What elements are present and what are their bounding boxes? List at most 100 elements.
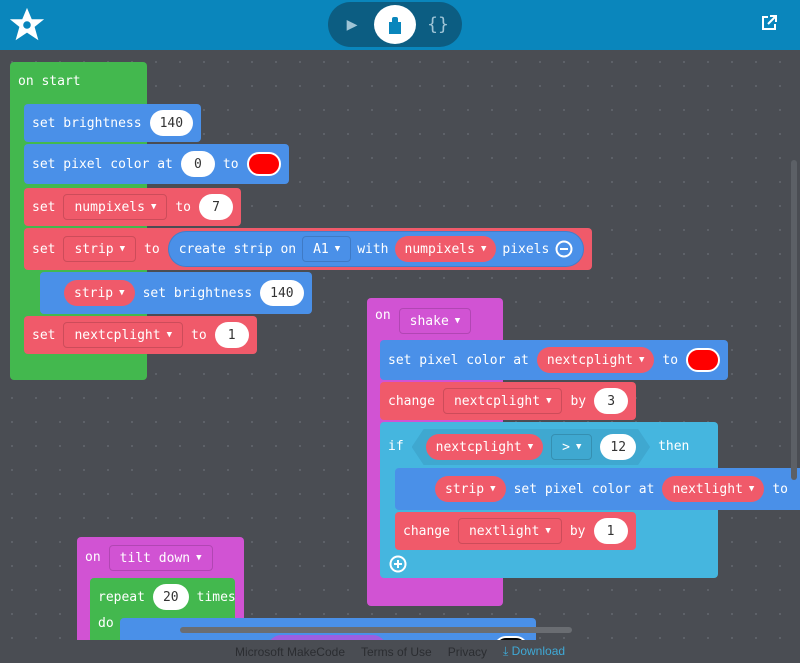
adafruit-logo[interactable]	[8, 6, 46, 44]
dropdown-label: nextlight	[468, 523, 540, 539]
strip-set-brightness-block[interactable]: strip ▼ set brightness 140	[40, 272, 312, 314]
block-text: to	[662, 352, 679, 368]
block-text: repeat	[98, 589, 145, 605]
nextlight-variable[interactable]: nextlight ▼	[662, 476, 765, 502]
dropdown-label: shake	[409, 313, 449, 329]
value-input[interactable]: 1	[593, 518, 628, 544]
block-text: on	[85, 550, 101, 565]
chevron-down-icon: ▼	[576, 442, 582, 452]
variable-dropdown[interactable]: strip▼	[63, 236, 137, 262]
block-text: to	[772, 481, 788, 497]
dropdown-label: nextcplight	[435, 439, 522, 455]
variable-dropdown[interactable]: nextlight ▼	[457, 518, 562, 544]
chevron-down-icon: ▼	[166, 330, 172, 340]
block-text: do	[98, 616, 114, 631]
repeat-count-input[interactable]: 20	[152, 584, 189, 610]
brightness-input[interactable]: 140	[260, 280, 304, 306]
block-text: times	[196, 589, 236, 605]
block-text: set pixel color at	[513, 481, 655, 497]
puzzle-icon	[389, 16, 401, 34]
dropdown-label: >	[562, 439, 570, 455]
pixel-index-input[interactable]: 0	[180, 151, 215, 177]
chevron-down-icon: ▼	[334, 244, 341, 254]
set-pixel-color-block[interactable]: set pixel color at nextcplight▼ to	[380, 340, 729, 380]
variable-dropdown[interactable]: nextcplight ▼	[63, 322, 183, 348]
dropdown-label: strip	[445, 481, 485, 497]
value-input[interactable]: 1	[214, 322, 249, 348]
dropdown-label: nextcplight	[453, 393, 541, 409]
block-text: to	[144, 241, 160, 257]
variable-dropdown[interactable]: numpixels▼	[63, 194, 168, 220]
set-brightness-block[interactable]: set brightness 140	[24, 104, 202, 142]
chevron-down-icon: ▼	[119, 244, 126, 254]
simulator-play-button[interactable]: ▶	[332, 5, 372, 44]
footer: Microsoft MakeCode Terms of Use Privacy …	[0, 640, 800, 663]
on-start-label: on start	[18, 74, 81, 89]
operator-dropdown[interactable]: >▼	[551, 434, 592, 460]
strip-variable[interactable]: strip ▼	[64, 280, 135, 306]
numpixels-variable[interactable]: numpixels ▼	[394, 236, 497, 262]
blocks-workspace[interactable]: on start set brightness 140 set pixel col…	[0, 50, 800, 640]
external-link-icon[interactable]	[760, 14, 778, 32]
variable-dropdown[interactable]: nextcplight ▼	[442, 388, 563, 414]
gesture-dropdown[interactable]: tilt down▼	[108, 545, 213, 571]
block-text: set brightness	[32, 115, 142, 131]
strip-variable[interactable]: strip ▼	[435, 476, 506, 502]
color-swatch-red[interactable]	[246, 152, 281, 176]
dropdown-label: strip	[74, 285, 114, 301]
value-input[interactable]: 7	[199, 194, 234, 220]
terms-link[interactable]: Terms of Use	[361, 644, 432, 659]
block-text: to	[175, 199, 192, 215]
vertical-scrollbar[interactable]	[791, 160, 797, 480]
block-text: set	[32, 327, 56, 343]
chevron-down-icon: ▼	[119, 288, 125, 298]
download-label: Download	[511, 644, 566, 658]
chevron-down-icon: ▼	[546, 396, 552, 406]
random-block[interactable]	[268, 635, 387, 640]
plus-circle-icon[interactable]	[389, 555, 407, 573]
chevron-down-icon: ▼	[527, 442, 534, 452]
horizontal-scrollbar[interactable]	[180, 627, 572, 633]
javascript-button[interactable]: {}	[418, 5, 458, 44]
compare-block[interactable]: nextcplight▼>▼12	[412, 429, 650, 465]
block-text: set	[32, 241, 56, 257]
block-text: create strip on	[178, 241, 297, 257]
chevron-down-icon: ▼	[545, 526, 551, 536]
value-input[interactable]: 3	[594, 388, 629, 414]
download-link[interactable]: ⤓ Download	[503, 644, 565, 659]
dropdown-label: numpixels	[404, 241, 475, 257]
chevron-down-icon: ▼	[490, 484, 496, 494]
chevron-down-icon: ▼	[480, 244, 487, 254]
minus-circle-icon[interactable]	[555, 240, 573, 258]
brightness-input[interactable]: 140	[149, 110, 194, 136]
block-text: set pixel color at	[388, 352, 529, 368]
dropdown-label: nextcplight	[74, 327, 161, 343]
value-input[interactable]: 12	[600, 434, 636, 460]
nextcplight-variable[interactable]: nextcplight ▼	[426, 434, 544, 460]
privacy-link[interactable]: Privacy	[447, 644, 488, 659]
block-text: if	[388, 439, 404, 454]
block-text: change	[403, 523, 450, 539]
pin-dropdown[interactable]: A1▼	[302, 236, 352, 262]
block-text: by	[570, 393, 587, 409]
strip-set-pixel-color-block[interactable]: strip ▼ set pixel color at nextlight ▼ to	[395, 468, 800, 510]
chevron-down-icon: ▼	[748, 484, 755, 494]
gesture-dropdown[interactable]: shake▼	[398, 308, 472, 334]
dropdown-label: tilt down	[119, 550, 191, 566]
dropdown-label: nextlight	[672, 481, 743, 497]
download-icon: ⤓	[503, 644, 512, 658]
braces-icon: {}	[427, 14, 449, 35]
block-text: set brightness	[142, 285, 253, 301]
color-swatch-red[interactable]	[686, 348, 721, 372]
footer-brand[interactable]: Microsoft MakeCode	[234, 644, 345, 659]
nextcplight-variable[interactable]: nextcplight▼	[536, 347, 655, 373]
blocks-button[interactable]	[374, 5, 416, 44]
header: ▶ {}	[0, 0, 800, 50]
